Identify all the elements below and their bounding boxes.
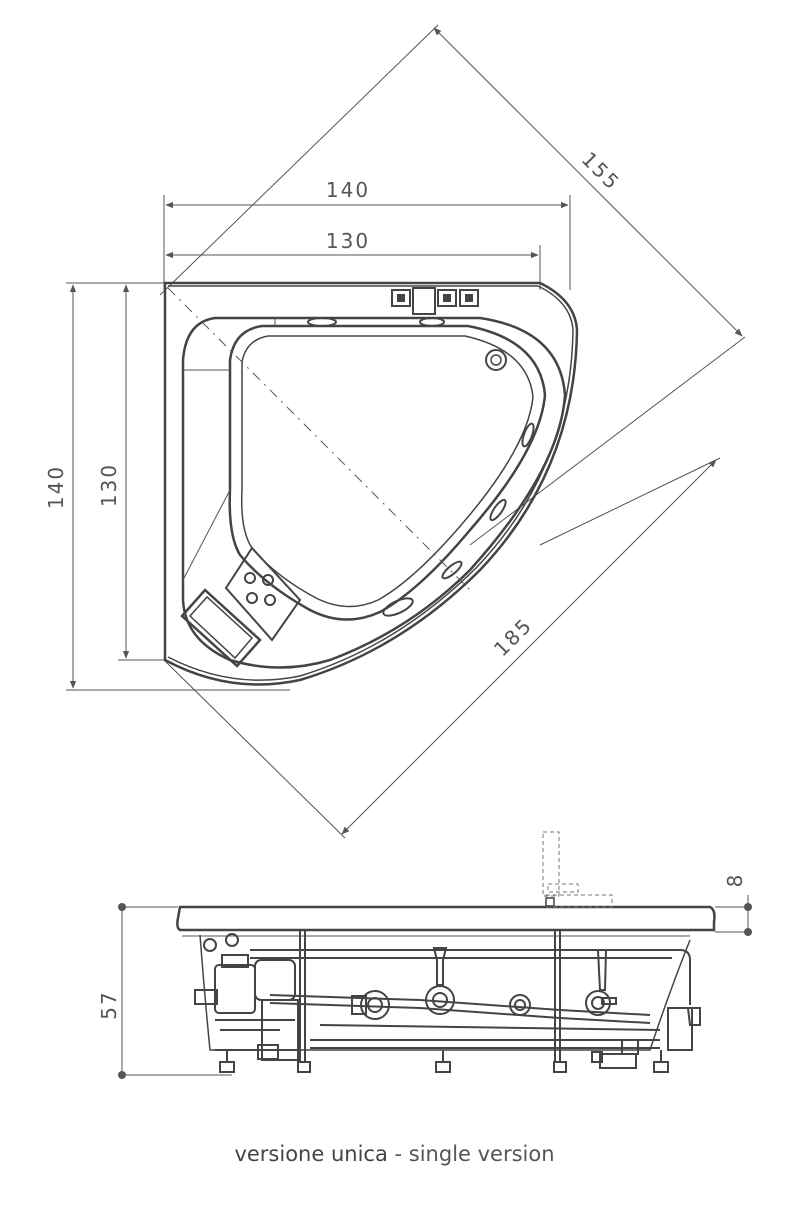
jet-icon (441, 560, 463, 580)
jet-icon (382, 597, 414, 617)
dimension-diagonal-front: 185 (163, 457, 721, 839)
dimension-height-outer: 140 (44, 282, 290, 691)
caption: versione unica - single version (0, 1142, 789, 1166)
caption-english: single version (408, 1142, 555, 1166)
bevel-line (182, 489, 231, 581)
pump-motor (194, 933, 299, 1061)
dimension-rim-side-label: 8 (723, 873, 747, 888)
dimension-rim-side: 8 (715, 873, 752, 936)
dimension-width-inner-label: 130 (326, 229, 370, 253)
dimension-diagonal-front-label: 185 (489, 613, 537, 661)
dimension-diagonal-back-label: 155 (577, 147, 625, 195)
jet-icon (521, 422, 535, 448)
dimension-height-inner-label: 130 (97, 463, 121, 507)
side-jets (351, 947, 617, 1020)
tub-inner-basin (228, 324, 547, 621)
dimension-height-inner: 130 (97, 284, 165, 661)
dimension-height-outer-label: 140 (44, 465, 68, 509)
tub-basin-floor (240, 335, 534, 608)
center-axis-line (167, 287, 471, 591)
water-pipes (250, 949, 691, 1031)
side-tub-rim (176, 905, 716, 932)
drain-assembly (591, 1007, 701, 1069)
overflow-drain-inner (490, 354, 502, 366)
tub-outer-rim (163, 281, 579, 686)
control-panel-top (391, 287, 479, 315)
dimension-height-side: 57 (97, 903, 232, 1079)
tub-outer-rim-inner-edge (167, 285, 574, 681)
caption-separator: - (387, 1142, 409, 1166)
tub-deck-outline (181, 316, 567, 669)
adjustable-feet (219, 1050, 669, 1073)
top-view: 140 130 140 130 155 (44, 24, 746, 839)
side-view: 57 8 (97, 831, 752, 1079)
caption-italian: versione unica (234, 1142, 388, 1166)
jet-icon (419, 317, 445, 327)
jet-icon (307, 317, 337, 327)
jet-icon (489, 498, 507, 522)
overflow-drain-icon (485, 349, 507, 371)
dimension-width-inner: 130 (165, 229, 541, 290)
dimension-width-outer: 140 (163, 178, 571, 290)
dimension-width-outer-label: 140 (326, 178, 370, 202)
control-box (180, 546, 302, 668)
side-tub-body (199, 934, 691, 1051)
faucet-outline (542, 831, 613, 908)
dimension-diagonal-back: 155 (159, 24, 746, 546)
dimension-height-side-label: 57 (97, 990, 121, 1019)
